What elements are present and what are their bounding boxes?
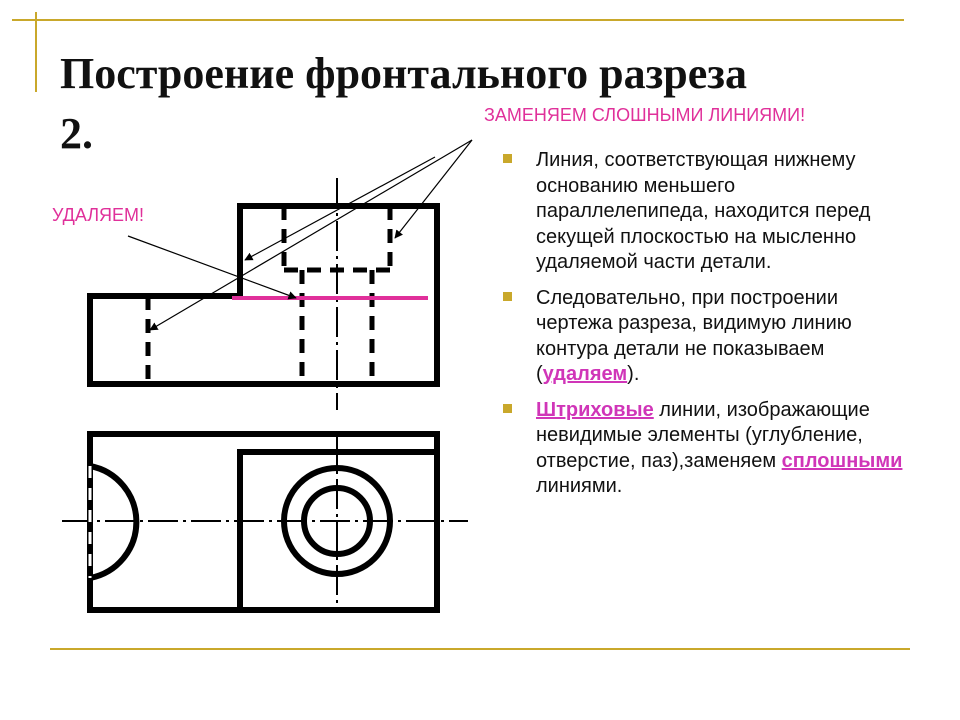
bullet-square-icon xyxy=(503,291,512,301)
highlight-solid: сплошными xyxy=(781,449,903,472)
arrow-remove xyxy=(127,235,297,300)
bullet-square-icon xyxy=(503,403,512,413)
top-boss-outline xyxy=(237,449,440,613)
highlight-dashed: Штриховые xyxy=(536,398,654,421)
bullet-1-text: Линия, соответствующая нижнему основанию… xyxy=(536,149,871,273)
title-line-1: Построение фронтального разреза xyxy=(60,49,747,98)
bullet-3-text-post: линиями. xyxy=(536,475,623,497)
frame-line-top xyxy=(12,19,904,21)
bullet-3-text-mid: линии, изображающие невидимые элементы (… xyxy=(536,398,870,472)
front-view xyxy=(87,178,440,410)
top-slot-arc xyxy=(89,463,140,581)
front-outline xyxy=(87,203,440,387)
annotation-replace: ЗАМЕНЯЕМ СЛОШНЫМИ ЛИНИЯМИ! xyxy=(484,105,806,125)
bullet-2-text-post: ). xyxy=(627,363,640,385)
top-view xyxy=(62,431,468,613)
arrow-to-hole xyxy=(244,156,436,261)
top-recess-circle xyxy=(281,465,393,577)
bullet-item-2: Следовательно, при построении чертежа ра… xyxy=(503,286,913,388)
title-line-2: 2. xyxy=(60,109,93,158)
bullet-item-3: Штриховые линии, изображающие невидимые … xyxy=(503,398,913,500)
arrow-to-slot xyxy=(149,139,473,331)
frame-line-bottom xyxy=(50,648,910,650)
bullet-2-text-pre: Следовательно, при построении чертежа ра… xyxy=(536,286,852,386)
top-hole-circle xyxy=(301,485,373,557)
arrow-to-recess xyxy=(394,139,473,239)
highlight-remove: удаляем xyxy=(542,363,628,385)
annotation-remove: УДАЛЯЕМ! xyxy=(52,205,145,225)
bullet-item-1: Линия, соответствующая нижнему основанию… xyxy=(503,148,913,276)
bullet-list: Линия, соответствующая нижнему основанию… xyxy=(503,148,913,510)
bullet-square-icon xyxy=(503,154,512,163)
leader-arrows xyxy=(127,139,473,331)
frame-line-left xyxy=(35,12,37,92)
slide-title: Построение фронтального разреза 2. xyxy=(60,44,747,164)
